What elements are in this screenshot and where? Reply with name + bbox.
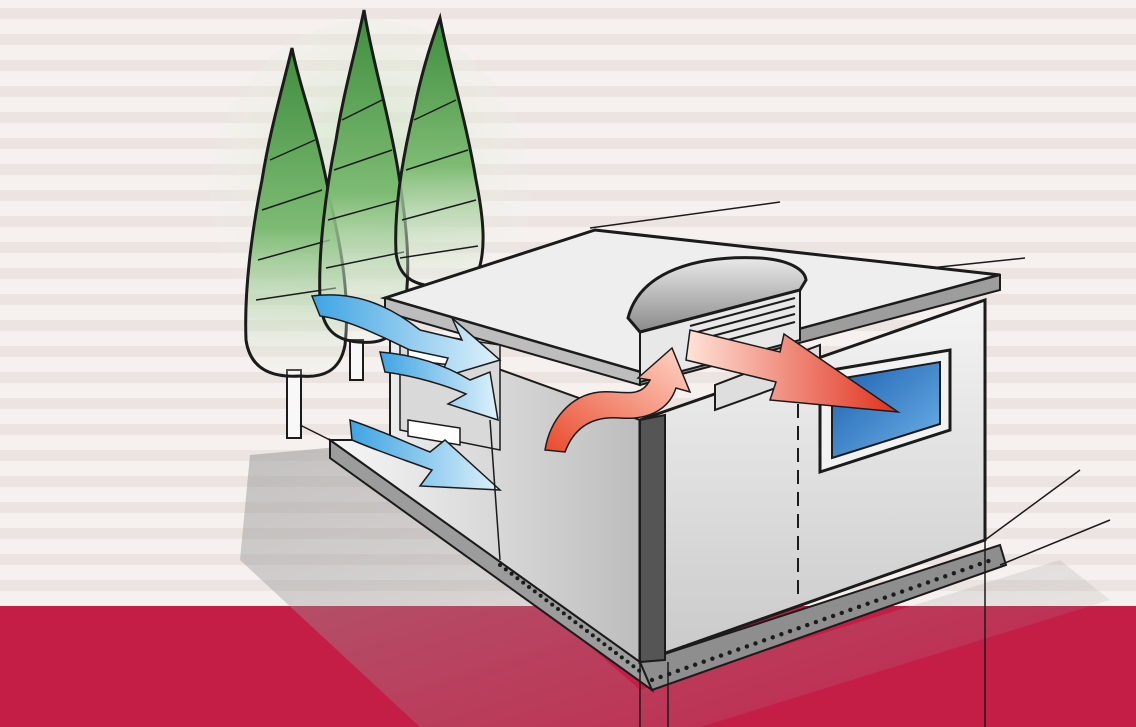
slab-dot	[649, 677, 655, 683]
louvre-blade	[689, 305, 796, 335]
background-stripe	[0, 34, 1136, 45]
slab-dot	[736, 647, 741, 652]
slab-dot	[908, 586, 913, 591]
slab-dot	[813, 619, 819, 625]
slab-dot	[986, 558, 991, 564]
slab-dot	[692, 662, 698, 667]
slab-dot	[822, 616, 827, 622]
cool-air-arrow-upper	[310, 294, 502, 380]
slab-dot	[684, 665, 689, 670]
slab-dot	[701, 659, 706, 664]
slab-dot	[761, 638, 767, 643]
slab-dot	[830, 613, 836, 619]
slab-dot	[787, 629, 793, 634]
cool-air-flow	[310, 294, 503, 491]
slab-dot	[521, 580, 526, 585]
slab-dot	[848, 607, 853, 613]
slab-dot	[658, 674, 663, 680]
slab-dot	[744, 644, 750, 649]
background-stripe	[0, 86, 1136, 97]
slab-dot	[977, 561, 982, 567]
slab-dot	[856, 604, 862, 609]
slab-dot	[573, 620, 578, 625]
slab-dot	[960, 568, 965, 573]
slab-dot	[951, 571, 957, 576]
slab-dot	[567, 615, 572, 620]
warm-air-rising-arrow	[544, 346, 692, 453]
slab-dot	[608, 646, 613, 651]
slab-dot	[874, 598, 879, 603]
warm-air-exhaust-arrow	[685, 329, 901, 414]
louvre-blade	[689, 297, 796, 327]
slab-dot	[498, 563, 502, 567]
slab-dot	[538, 593, 543, 598]
slab-dot	[727, 650, 732, 655]
slab-dot	[602, 642, 607, 647]
slab-dot	[943, 574, 948, 579]
slab-dot	[770, 635, 775, 640]
slab-dot	[882, 595, 888, 600]
slab-dot	[503, 567, 508, 572]
tree-middle	[318, 9, 410, 381]
slab-dot	[631, 664, 636, 669]
background-stripe	[0, 112, 1136, 123]
slab-dot	[675, 668, 681, 674]
slab-dot	[544, 598, 549, 603]
slab-dot	[891, 592, 896, 597]
slab-dot	[556, 607, 560, 611]
warm-air-flow	[544, 329, 901, 453]
slab-dot	[865, 601, 870, 606]
background-stripe	[0, 164, 1136, 175]
slab-dot	[614, 651, 618, 655]
slab-dot	[585, 629, 589, 633]
slab-dot	[899, 589, 905, 594]
slab-dot	[527, 585, 531, 589]
background-stripe	[0, 190, 1136, 201]
slab-dot	[532, 589, 537, 594]
cool-air-arrow-lower	[349, 418, 503, 491]
sketch-lines	[299, 201, 1111, 727]
slab-dot	[515, 576, 520, 581]
background-stripe	[0, 372, 1136, 383]
slab-aggregate	[498, 558, 991, 683]
slab-dot	[710, 656, 715, 661]
slab-dot	[968, 564, 974, 570]
slab-dot	[550, 602, 555, 607]
slab-dot	[718, 653, 724, 658]
roof-vent-cowl	[626, 256, 808, 384]
slab-dot	[753, 641, 758, 646]
slab-dot	[925, 580, 931, 585]
cypress-trees	[210, 9, 530, 439]
slab-dot	[839, 610, 844, 616]
background-stripe	[0, 216, 1136, 227]
slab-dot	[934, 577, 939, 582]
slab-dot	[625, 659, 630, 664]
slab-dot	[917, 583, 922, 588]
slab-dot	[509, 571, 514, 576]
background-stripe	[0, 138, 1136, 149]
slab-dot	[561, 611, 566, 616]
cool-air-arrow-middle	[379, 351, 499, 422]
slab-dot	[590, 633, 595, 638]
slab-dot	[596, 637, 601, 642]
slab-dot	[619, 655, 624, 660]
ground-shadow	[240, 445, 1110, 727]
slab-dot	[805, 622, 810, 628]
slab-dot	[579, 624, 584, 629]
slab-dot	[779, 632, 784, 637]
background-stripe	[0, 8, 1136, 19]
slab-dot	[796, 625, 801, 631]
background-stripe	[0, 60, 1136, 71]
